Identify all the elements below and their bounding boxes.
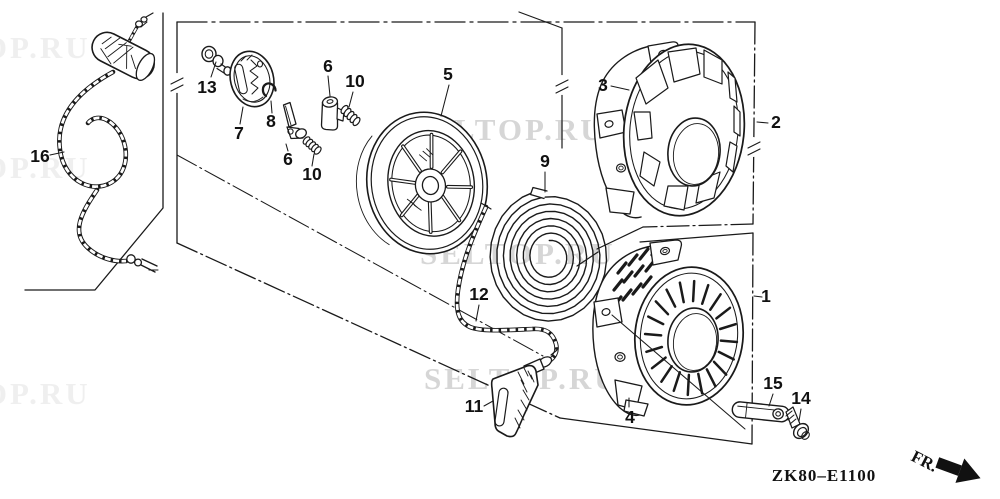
callout-15[interactable]: 15 [763,373,783,393]
rope-knot [126,254,159,273]
box2-right-edge [752,21,756,225]
callout-7[interactable]: 7 [234,123,244,143]
callout-labels: 16 13 7 8 6 10 6 10 5 9 12 11 3 2 1 4 15… [30,56,811,427]
pulley-spokes [389,132,474,234]
callout-12[interactable]: 12 [469,284,489,304]
part-6-ratchet-lower[interactable] [282,101,308,140]
callout-16[interactable]: 16 [30,146,50,166]
box-connector-line [518,11,563,29]
part-16-starter-grip-rope[interactable] [57,12,159,273]
part-11-grip[interactable] [490,349,558,438]
part-9-spiral-spring[interactable] [489,186,608,322]
part-13-bolt[interactable] [201,45,232,76]
part-14-bolt[interactable] [785,406,811,441]
box1-bottom-edge [559,417,753,445]
rope-alignment-line [176,154,544,357]
callout-9[interactable]: 9 [540,151,550,171]
cover4-radial-slots [643,279,739,397]
grip-handle[interactable] [87,27,159,84]
construction-lines [24,11,761,445]
fr-direction-indicator: FR. [908,447,981,483]
part-12-rope[interactable] [454,202,559,364]
part-3-cover[interactable] [593,38,752,222]
callout-8[interactable]: 8 [266,111,276,131]
callout-13[interactable]: 13 [197,77,217,97]
callout-10-upper[interactable]: 10 [345,71,365,91]
callout-1[interactable]: 1 [761,286,771,306]
main-box-bottom-edge [176,242,561,419]
part-5-pulley[interactable] [346,103,497,264]
callout-2[interactable]: 2 [771,112,781,132]
watermark-text: SELTOP.RU [0,30,91,65]
part-4-cover[interactable] [592,239,750,417]
diagram-code: ZK80–E1100 [772,466,876,485]
callout-11[interactable]: 11 [465,396,484,416]
part-6-ratchet-upper[interactable] [320,96,345,131]
callout-6-upper[interactable]: 6 [323,56,333,76]
watermark-text: SELTOP.RU [0,376,91,411]
callout-4[interactable]: 4 [625,407,635,427]
fr-arrow-icon [935,457,981,483]
callout-6-lower[interactable]: 6 [283,149,293,169]
part-15-rope-guide[interactable] [731,401,790,423]
callout-14[interactable]: 14 [791,388,811,408]
callout-10-lower[interactable]: 10 [302,164,322,184]
callout-leader-lines [49,61,802,422]
callout-5[interactable]: 5 [443,64,453,84]
break-marks [170,73,761,157]
part-10-spring-lower[interactable] [302,136,323,156]
box2-bottom-edge [642,223,754,228]
box1-left-edge-stub [576,251,599,267]
rope-tip [135,12,154,28]
left-box-outline [24,12,164,291]
part-8-clip[interactable] [261,82,277,98]
part-10-spring-upper[interactable] [340,104,362,127]
cover3-slots [633,47,741,211]
rope-guide-leader-line [611,314,746,430]
fr-label: FR. [908,447,941,476]
callout-3[interactable]: 3 [598,75,608,95]
box1-top-edge [639,232,754,243]
rope-cut-end [480,202,492,210]
